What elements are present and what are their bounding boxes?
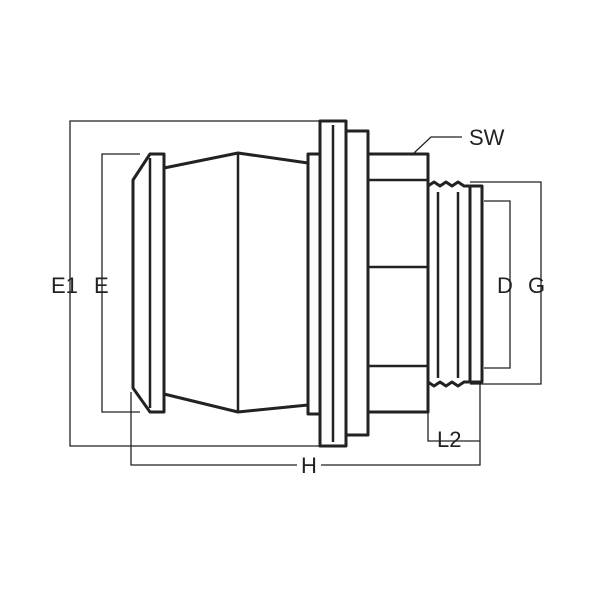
dimension-labels: SW E1 E D G L2 H (51, 125, 545, 479)
bore-lip (468, 184, 484, 384)
e1-dimension-line (69, 120, 320, 447)
h-label-background (297, 453, 321, 479)
label-e: E (94, 273, 109, 298)
label-d: D (497, 273, 513, 298)
label-l2: L2 (437, 427, 461, 452)
nut-flange (344, 129, 370, 437)
e-dimension-line (101, 153, 140, 413)
label-sw: SW (469, 125, 505, 150)
label-g: G (528, 273, 545, 298)
label-h: H (301, 453, 317, 478)
label-e1: E1 (51, 273, 78, 298)
g-dimension-line (470, 181, 542, 385)
fitting-bell (162, 151, 310, 414)
l2-dimension-line (427, 412, 480, 442)
d-dimension-line (484, 200, 511, 369)
threaded-stub (426, 180, 472, 388)
spacer-ring (306, 152, 322, 416)
front-cap (131, 152, 166, 414)
fitting-body (131, 119, 484, 448)
hex-nut (366, 152, 430, 414)
